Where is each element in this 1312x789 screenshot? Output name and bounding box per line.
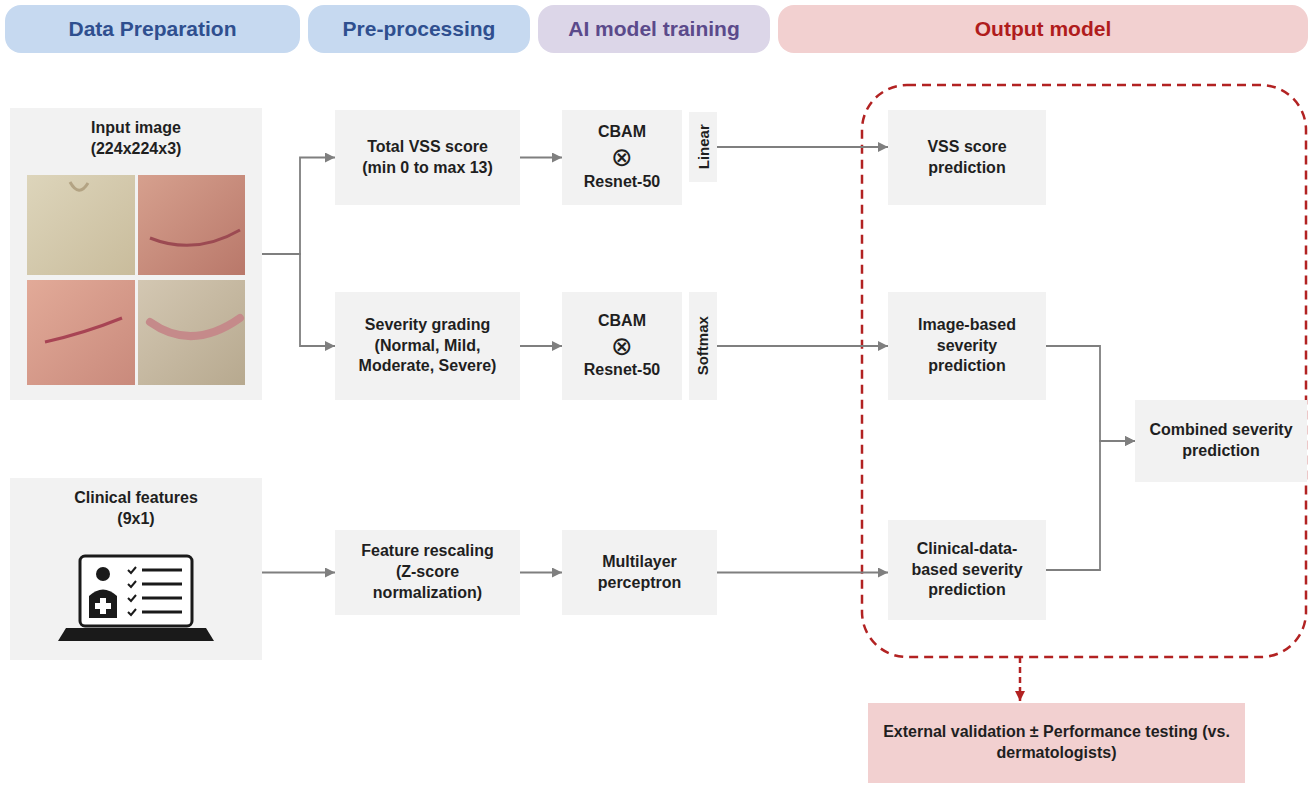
checklist-lines (142, 570, 182, 612)
validation-box: External validation ± Performance testin… (868, 703, 1245, 783)
connector-arrow (717, 146, 888, 148)
box-label: (9x1) (117, 509, 154, 530)
box-label: Linear (693, 124, 713, 169)
box-label: External validation ± Performance testin… (876, 722, 1237, 764)
header-tab: Pre-processing (308, 5, 530, 53)
process-box: Total VSS score(min 0 to max 13) (335, 110, 520, 205)
validation-arrow (1019, 657, 1022, 701)
process-box: Feature rescaling(Z-score normalization) (335, 530, 520, 615)
model-box: CBAM⊗Resnet-50 (562, 292, 682, 400)
box-label: Clinical-data-based severity prediction (896, 539, 1038, 601)
box-label: ⊗ (611, 332, 633, 361)
box-label: Input image (91, 118, 181, 139)
check-marks (128, 567, 136, 615)
box-label: VSS score prediction (896, 137, 1038, 179)
medical-cross (95, 598, 111, 614)
box-label: Data Preparation (68, 15, 236, 42)
box-label: Multilayer perceptron (570, 552, 709, 594)
output-box: Image-based severity prediction (888, 292, 1046, 400)
input-box: Clinical features(9x1) (10, 478, 262, 660)
scar-mark (150, 318, 240, 336)
clinical-box-ground (10, 478, 262, 660)
box-label: Total VSS score (367, 137, 488, 158)
scar-photo (138, 175, 245, 275)
connector-arrow (520, 572, 562, 574)
connector-arrow (520, 345, 562, 347)
box-label: Resnet-50 (584, 172, 660, 193)
output-box: VSS score prediction (888, 110, 1046, 205)
box-label: Clinical features (74, 488, 198, 509)
box-label: Output model (975, 15, 1111, 42)
laptop-base (58, 628, 214, 641)
output-box: Clinical-data-based severity prediction (888, 520, 1046, 620)
box-label: (min 0 to max 13) (362, 158, 493, 179)
connector-arrow (262, 254, 335, 346)
box-label: Softmax (693, 316, 713, 375)
model-box: CBAM⊗Resnet-50 (562, 110, 682, 205)
input-box: Input image(224x224x3) (10, 108, 262, 400)
input-box-ground (10, 108, 262, 400)
header-tab: Output model (778, 5, 1308, 53)
connector-arrow (262, 158, 335, 255)
box-label: ⊗ (611, 143, 633, 172)
connector-arrow (1046, 441, 1135, 570)
connector-arrow (1046, 346, 1135, 441)
scar-mark (70, 182, 88, 190)
box-label: CBAM (598, 311, 646, 332)
connector-arrow (262, 572, 335, 574)
box-label: Feature rescaling (361, 541, 494, 562)
connector-arrow (717, 572, 888, 574)
scar-photo (27, 175, 135, 275)
scar-mark (45, 318, 122, 342)
process-box: Severity grading(Normal, Mild, Moderate,… (335, 292, 520, 400)
box-label: Pre-processing (343, 15, 496, 42)
box-label: Image-based severity prediction (896, 315, 1038, 377)
scar-photo (27, 280, 135, 385)
box-label: CBAM (598, 122, 646, 143)
model-box: Multilayer perceptron (562, 530, 717, 615)
box-label: AI model training (568, 15, 740, 42)
box-label: Severity grading (365, 315, 490, 336)
output-region-outline (862, 85, 1306, 657)
box-label: (Z-score normalization) (343, 562, 512, 604)
header-tab: AI model training (538, 5, 770, 53)
box-label: Combined severity prediction (1143, 420, 1299, 462)
header-tab: Data Preparation (5, 5, 300, 53)
person-body (89, 590, 117, 619)
connector-arrow (520, 157, 562, 159)
scar-photo (138, 280, 245, 385)
vertical-box: Softmax (689, 292, 717, 400)
person-head (96, 567, 110, 581)
connector-arrow (717, 345, 888, 347)
box-label: (224x224x3) (91, 139, 182, 160)
box-label: (Normal, Mild, Moderate, Severe) (343, 336, 512, 378)
box-label: Resnet-50 (584, 360, 660, 381)
vertical-box: Linear (689, 112, 717, 182)
scar-mark (150, 230, 240, 245)
combined-box: Combined severity prediction (1135, 400, 1307, 482)
laptop-screen (80, 556, 192, 626)
